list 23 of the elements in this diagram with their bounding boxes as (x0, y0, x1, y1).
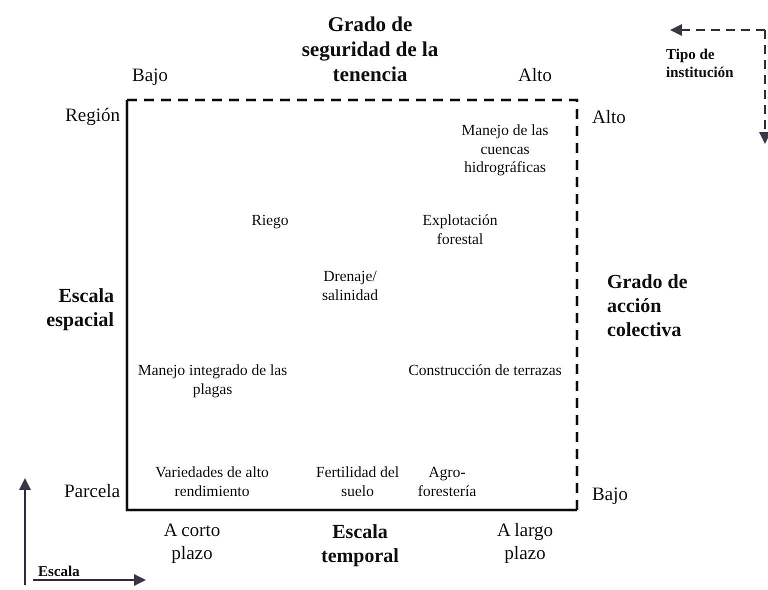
axis-end-label: Bajo (131, 65, 169, 88)
practice-label: Fertilidad del suelo (314, 464, 400, 502)
axis-title: Grado de seguridad de la tenencia (300, 12, 440, 88)
axis-end-label: Bajo (592, 484, 629, 507)
axis-title: Escala temporal (320, 520, 400, 568)
axis-end-label: A corto plazo (162, 520, 222, 566)
practice-label: Riego (250, 212, 290, 231)
practice-label: Manejo integrado de las plagas (136, 362, 288, 400)
practice-label: Variedades de alto rendimiento (154, 464, 270, 502)
practice-label: Agro- forestería (416, 464, 478, 502)
practice-label: Manejo de las cuencas hidrográficas (460, 122, 550, 178)
axis-title: Escala espacial (45, 284, 114, 332)
practice-label: Explotación forestal (422, 212, 498, 250)
axis-end-label: Parcela (63, 481, 120, 504)
practice-label: Drenaje/ salinidad (321, 268, 379, 306)
axis-end-label: Alto (592, 107, 627, 130)
practice-label: Construcción de terrazas (407, 362, 563, 381)
axis-end-label: Alto (517, 65, 553, 88)
direction-label: Escala (38, 563, 81, 581)
axis-title: Grado de acción colectiva (607, 270, 689, 342)
axis-end-label: Región (64, 105, 120, 128)
direction-label: Tipo de institución (666, 46, 735, 82)
axis-end-label: A largo plazo (496, 520, 554, 566)
